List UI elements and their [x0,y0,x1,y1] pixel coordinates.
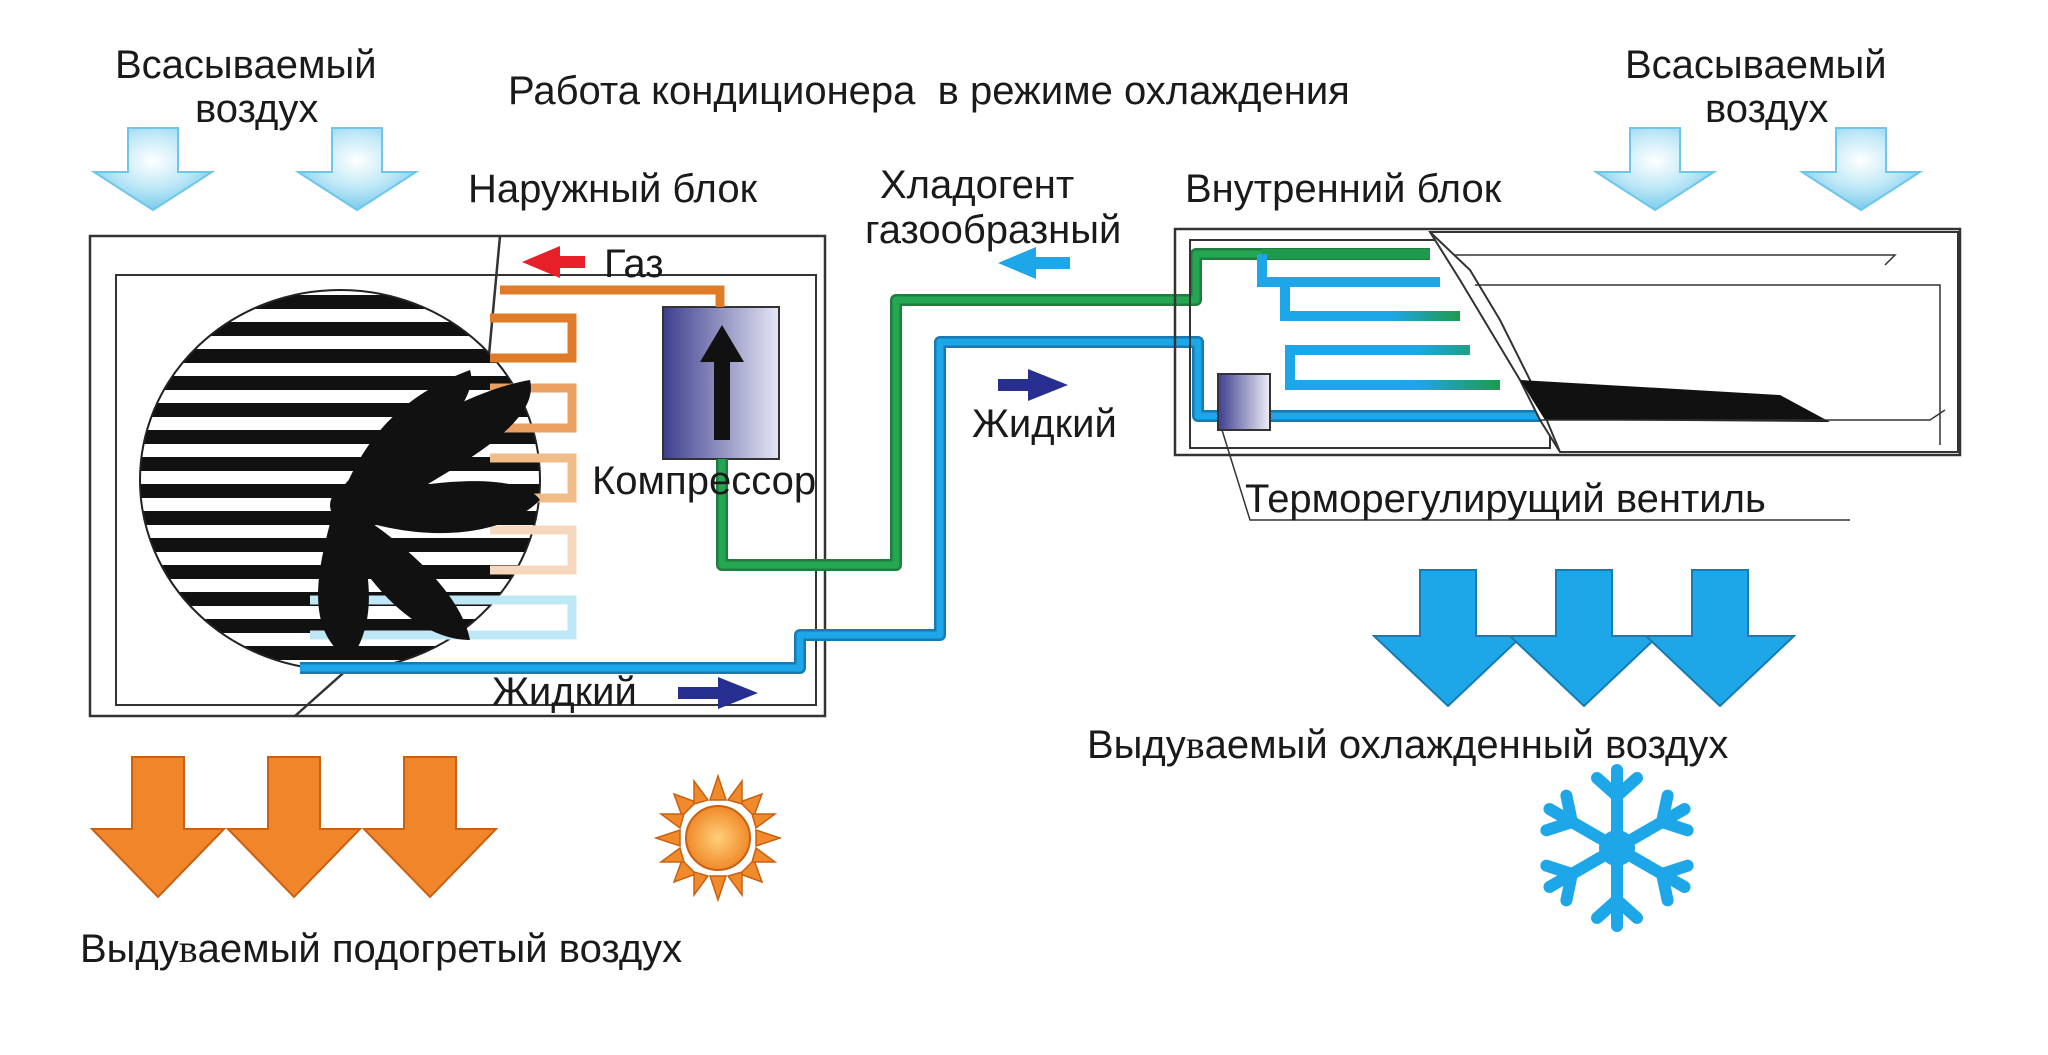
indoor-unit [1173,227,1962,521]
intake-arrow-icon [1798,127,1924,212]
hot-air-label-suffix: аемый подогретый воздух [198,927,683,971]
intake-arrows-left [90,127,420,212]
evaporator-coil [1257,249,1500,390]
snowflake-icon [1540,764,1694,932]
liquid-label-bottom: Жидкий [492,670,637,714]
intake-arrow-icon [294,127,420,212]
diagram-title: Работа кондиционера в режиме охлаждения [508,69,1350,113]
cold-air-label: Выдуваемый охлажденный воздух [1087,722,1728,767]
hot-air-label: Выдуваемый подогретый воздух [80,926,682,971]
cold-air-arrow-icon [1507,569,1661,708]
intake-arrow-icon [1592,127,1718,212]
expansion-valve [1217,373,1271,431]
liquid-flow-arrow-icon [998,369,1068,401]
up-arrow-icon [700,325,744,440]
hot-air-label-v: в [179,926,198,971]
intake-arrows-right [1592,127,1924,212]
hot-air-arrow-icon [361,756,499,899]
cold-air-label-v: в [1186,722,1205,767]
gas-flow-arrow-icon [522,246,585,278]
cold-air-arrow-icon [1643,569,1797,708]
refrigerant-flow-arrow-icon [998,247,1070,279]
valve-label: Терморегулирущий вентиль [1245,477,1766,521]
cold-air-label-prefix: Выду [1087,723,1186,767]
outdoor-unit [88,234,827,718]
hot-air-label-prefix: Выду [80,927,179,971]
intake-right-line2: воздух [1705,87,1828,131]
refrigerant-label-line2: газообразный [865,208,1121,252]
outdoor-unit-label: Наружный блок [468,167,758,211]
intake-left-line1: Всасываемый [115,43,377,87]
compressor-label: Компрессор [592,459,816,503]
indoor-unit-label: Внутренний блок [1185,167,1502,211]
hot-air-arrow-icon [225,756,363,899]
hot-air-arrow-icon [89,756,227,899]
cold-air-arrow-icon [1371,569,1525,708]
refrigerant-label-line1: Хладогент [880,163,1074,207]
intake-right-line1: Всасываемый [1625,43,1887,87]
hot-air-arrows [89,756,499,899]
intake-left-line2: воздух [195,87,318,131]
liquid-label-mid: Жидкий [972,402,1117,446]
compressor [662,306,780,460]
refrigerant-pipes [300,248,1540,674]
gas-label: Газ [604,242,664,286]
cold-air-arrows [1371,569,1797,708]
sun-icon [653,773,783,903]
intake-arrow-icon [90,127,216,212]
fan-blades [318,370,540,660]
cold-air-label-suffix: аемый охлажденный воздух [1205,723,1729,767]
liquid-flow-arrow-icon [678,677,758,709]
